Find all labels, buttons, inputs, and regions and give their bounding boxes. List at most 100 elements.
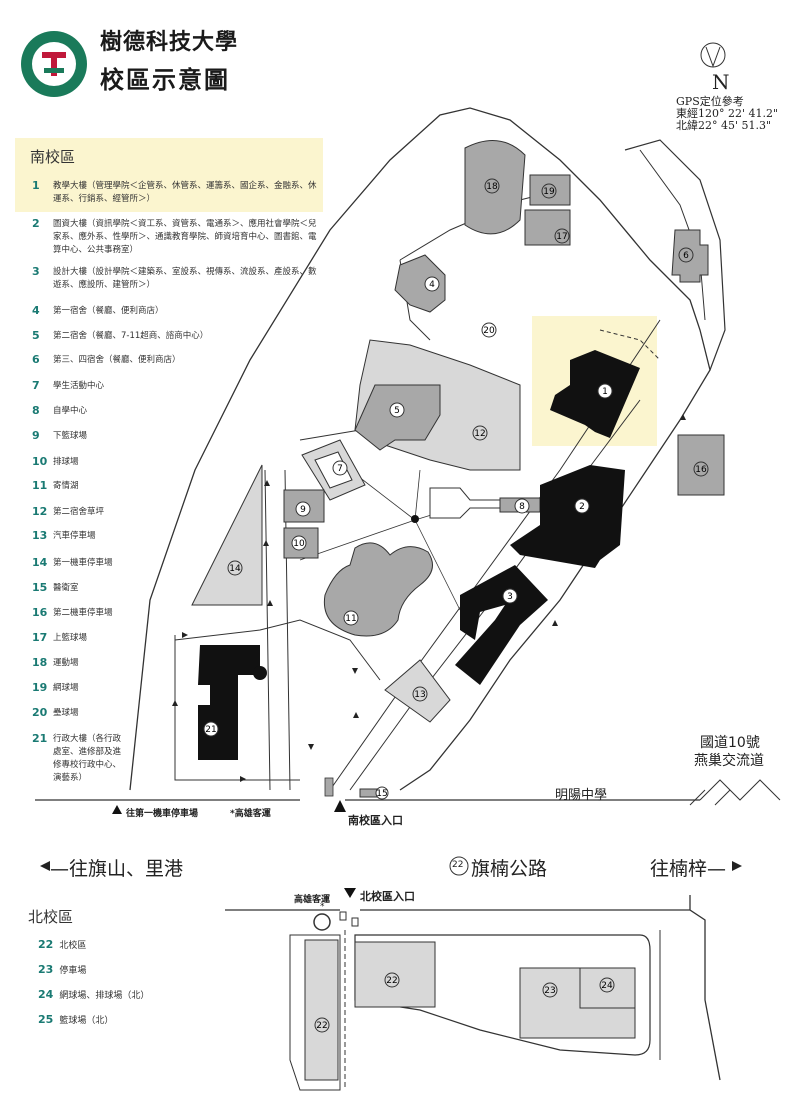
legend-text: 網球場 <box>53 683 79 693</box>
legend-number: 7 <box>32 379 40 392</box>
road-right-label: 往楠梓— <box>650 858 727 880</box>
page-title-map: 校區示意圖 <box>100 66 230 94</box>
to-parking-triangle <box>112 805 122 814</box>
facility-19-tennis <box>529 174 571 206</box>
marker-23: 23 <box>542 982 558 998</box>
legend-number: 14 <box>32 556 48 569</box>
legend-text: 網球場、排球場（北） <box>59 991 150 1001</box>
legend-number: 2 <box>32 217 40 230</box>
plaza-center <box>411 515 419 523</box>
marker-22b: 22 <box>314 1017 330 1033</box>
svg-text:24: 24 <box>601 981 613 991</box>
legend-text: 圖資大樓（資訊學院＜資工系、資管系、電通系＞、應用社會學院＜兒家系、應外系、性學… <box>53 219 317 255</box>
legend-number: 1 <box>32 179 40 192</box>
marker-2: 2 <box>574 498 590 514</box>
freeway-ramp <box>699 779 781 801</box>
svg-text:13: 13 <box>414 690 425 700</box>
north-label: N <box>712 70 730 94</box>
marker-24: 24 <box>599 977 615 993</box>
compass-icon <box>700 42 726 68</box>
nearby-school-label: 明陽中學 <box>555 788 608 803</box>
south-campus-heading: 南校區 <box>30 148 76 166</box>
svg-text:2: 2 <box>579 502 585 512</box>
to-parking-label: 往第一機車停車場 <box>126 809 199 819</box>
north-gate-post-2 <box>351 917 359 927</box>
legend-text: 第一機車停車場 <box>53 558 113 568</box>
legend-text: 排球場 <box>53 457 79 467</box>
legend-text: 第三、四宿舍（餐廳、便利商店） <box>53 355 181 365</box>
direction-arrows <box>172 414 686 782</box>
gps-title: GPS定位參考 <box>676 95 744 108</box>
legend-number: 16 <box>32 606 48 619</box>
legend-text: 上籃球場 <box>53 633 88 643</box>
legend-text: 第一宿舍（餐廳、便利商店） <box>53 306 164 316</box>
legend-text: 醫衛室 <box>53 583 79 593</box>
legend-number: 5 <box>32 329 40 342</box>
legend-item-7: 7 學生活動中心 <box>32 379 322 393</box>
bus-south-label: *高雄客運 <box>230 809 271 819</box>
svg-text:18: 18 <box>486 182 498 192</box>
legend-text: 北校區 <box>59 941 87 951</box>
marker-17: 17 <box>554 228 570 244</box>
facility-18-field <box>464 139 526 235</box>
legend-item-14: 14 第一機車停車場 <box>32 556 322 570</box>
svg-text:10: 10 <box>293 539 305 549</box>
svg-text:16: 16 <box>695 465 707 475</box>
svg-text:23: 23 <box>544 986 555 996</box>
gate-structure <box>429 487 501 519</box>
marker-19: 19 <box>541 183 557 199</box>
road-name-label: 旗楠公路 <box>471 858 548 880</box>
north-number-markers: 22 22 23 24 <box>314 972 615 1033</box>
gate-booth <box>324 777 334 797</box>
marker-21: 21 <box>203 721 219 737</box>
admin-loop <box>174 635 300 781</box>
svg-text:5: 5 <box>394 406 400 416</box>
legend-text: 壘球場 <box>53 708 79 718</box>
legend-number: 23 <box>38 963 54 976</box>
svg-text:7: 7 <box>337 464 343 474</box>
svg-text:8: 8 <box>519 502 525 512</box>
road-left-label: —往旗山、里港 <box>50 858 184 880</box>
facility-6-dorm <box>671 229 709 283</box>
building-21-round <box>253 666 267 680</box>
legend-number: 24 <box>38 988 54 1001</box>
marker-16: 16 <box>693 461 709 477</box>
building-2-library <box>510 465 625 568</box>
marker-1: 1 <box>597 383 613 399</box>
south-legend-highlight <box>15 138 323 212</box>
freeway-label-2: 燕巢交流道 <box>694 753 764 769</box>
facility-22-west <box>304 939 339 1081</box>
legend-number: 11 <box>32 479 48 492</box>
south-entrance-label: 南校區入口 <box>348 814 403 827</box>
legend-number: 8 <box>32 404 40 417</box>
marker-15: 15 <box>375 786 389 800</box>
marker-13: 13 <box>412 686 428 702</box>
legend-text: 學生活動中心 <box>53 381 105 391</box>
legend-text: 第二宿舍（餐廳、7-11超商、諮商中心） <box>53 331 209 341</box>
svg-text:3: 3 <box>507 592 513 602</box>
facility-17-basketball <box>524 209 571 246</box>
legend-text: 籃球場（北） <box>59 1016 114 1026</box>
south-entrance-triangle <box>334 800 346 812</box>
svg-text:11: 11 <box>345 614 356 624</box>
road-lower <box>174 619 381 681</box>
svg-text:6: 6 <box>683 251 689 261</box>
road-number-circle <box>449 856 469 876</box>
marker-4: 4 <box>424 276 440 292</box>
svg-text:22: 22 <box>386 976 397 986</box>
marker-18: 18 <box>484 178 500 194</box>
legend-text: 第二宿舍草坪 <box>53 507 105 517</box>
legend-text: 下籃球場 <box>53 431 88 441</box>
page-title-university: 樹德科技大學 <box>100 30 239 55</box>
legend-number: 6 <box>32 353 40 366</box>
north-gate-post <box>339 911 347 921</box>
